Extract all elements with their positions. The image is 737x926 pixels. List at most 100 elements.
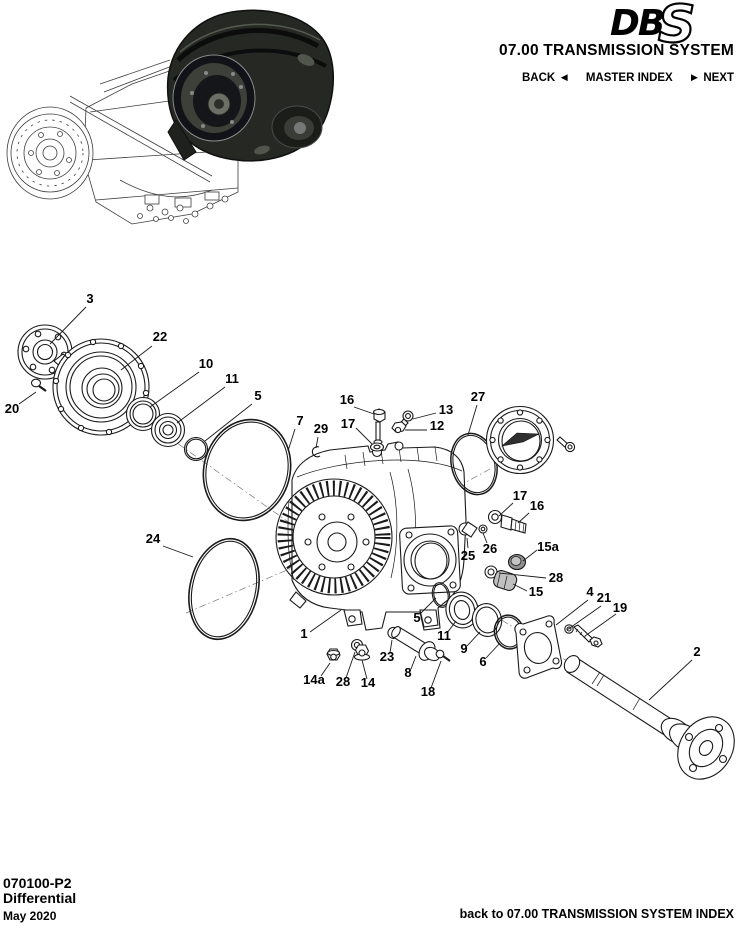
callout-29: 29 bbox=[314, 421, 328, 436]
callout-leader bbox=[120, 345, 153, 371]
callout-leader bbox=[176, 386, 226, 424]
part-28-washer bbox=[484, 565, 498, 579]
part-15a-cap bbox=[507, 553, 527, 571]
callout-27: 27 bbox=[471, 389, 485, 404]
nav-back-arrow-icon: ◄ bbox=[558, 72, 570, 84]
exploded-diagram: 3 20 22 10 11 5 7 29 16 17 13 bbox=[5, 291, 735, 780]
page-header: DB S 07.00 TRANSMISSION SYSTEM BACK ◄ MAS… bbox=[499, 2, 734, 84]
part-14-nut bbox=[353, 644, 371, 661]
callout-leader bbox=[389, 639, 393, 654]
callout-leader bbox=[522, 549, 538, 562]
nav-next-label: NEXT bbox=[703, 72, 734, 84]
callout-28b: 28 bbox=[336, 674, 350, 689]
part-15-plug bbox=[493, 570, 518, 591]
callout-12: 12 bbox=[430, 418, 444, 433]
document-title: Differential bbox=[3, 890, 77, 906]
callout-leader bbox=[584, 613, 617, 637]
part-25-union bbox=[458, 521, 478, 538]
callout-16b: 16 bbox=[530, 498, 544, 513]
logo-s-text: S bbox=[658, 2, 695, 48]
callout-6: 6 bbox=[479, 654, 486, 669]
part-20-bolt bbox=[30, 378, 47, 392]
header-nav: BACK ◄ MASTER INDEX ► NEXT bbox=[499, 72, 734, 84]
callout-leader bbox=[18, 391, 37, 405]
callout-19: 19 bbox=[613, 600, 627, 615]
nav-back-link[interactable]: BACK ◄ bbox=[522, 72, 570, 84]
aston-martin-wings-emblem bbox=[500, 432, 541, 447]
document-date: May 2020 bbox=[3, 909, 57, 923]
callout-leader bbox=[482, 532, 488, 544]
callout-leader bbox=[419, 597, 437, 615]
callout-leader bbox=[467, 404, 478, 436]
callout-4: 4 bbox=[586, 584, 594, 599]
callout-leader bbox=[149, 371, 200, 408]
part-1-differential-housing bbox=[275, 441, 467, 631]
callout-leader bbox=[466, 631, 481, 647]
callouts: 3 20 22 10 11 5 7 29 16 17 13 bbox=[5, 291, 701, 701]
callout-leader bbox=[648, 659, 693, 701]
callout-5b: 5 bbox=[413, 610, 420, 625]
callout-2: 2 bbox=[693, 644, 700, 659]
part-11-bearing bbox=[150, 412, 186, 448]
callout-17b: 17 bbox=[513, 488, 527, 503]
callout-leader bbox=[555, 599, 589, 626]
callout-leader bbox=[498, 572, 547, 579]
callout-13: 13 bbox=[439, 402, 453, 417]
callout-leader bbox=[162, 545, 194, 558]
part-7-o-ring-large bbox=[202, 418, 292, 522]
logo-db-text: DB bbox=[610, 3, 664, 44]
nav-back-label: BACK bbox=[522, 72, 556, 84]
callout-16: 16 bbox=[340, 392, 354, 407]
callout-leader bbox=[566, 605, 602, 631]
callout-24: 24 bbox=[146, 531, 161, 546]
document-number: 070100-P2 bbox=[3, 875, 72, 891]
dbs-logo: DB S bbox=[610, 2, 697, 48]
part-26-washer bbox=[478, 524, 488, 534]
callout-leader bbox=[446, 620, 457, 634]
ring-gear bbox=[275, 478, 393, 596]
callout-1: 1 bbox=[300, 626, 307, 641]
assembly-axis bbox=[59, 359, 319, 544]
nav-next-link[interactable]: ► NEXT bbox=[689, 72, 734, 84]
callout-leader bbox=[355, 427, 373, 445]
part-29-circlip bbox=[311, 446, 321, 458]
part-2-output-shaft bbox=[563, 654, 735, 780]
callout-leader bbox=[204, 403, 253, 442]
callout-3: 3 bbox=[86, 291, 93, 306]
callout-11: 11 bbox=[225, 371, 239, 386]
back-to-index-link[interactable]: back to 07.00 TRANSMISSION SYSTEM INDEX bbox=[459, 907, 734, 921]
callout-11b: 11 bbox=[437, 628, 451, 643]
cover-bolt bbox=[556, 436, 576, 453]
part-19-bolt bbox=[573, 624, 603, 648]
callout-20: 20 bbox=[5, 401, 19, 416]
callout-26: 26 bbox=[483, 541, 497, 556]
callout-28: 28 bbox=[549, 570, 563, 585]
callout-leader bbox=[466, 537, 469, 549]
callout-leader bbox=[361, 659, 368, 680]
callout-14: 14 bbox=[361, 675, 376, 690]
callout-14a: 14a bbox=[303, 672, 325, 687]
callout-leader bbox=[287, 428, 296, 452]
callout-25: 25 bbox=[461, 548, 475, 563]
callout-5: 5 bbox=[254, 388, 261, 403]
rear-cover-emblem bbox=[485, 405, 555, 475]
page-title: 07.00 TRANSMISSION SYSTEM bbox=[499, 42, 734, 59]
nav-master-index-link[interactable]: MASTER INDEX bbox=[585, 72, 673, 84]
highlighted-differential-unit bbox=[166, 9, 335, 162]
part-17-sealing-washer bbox=[369, 442, 385, 452]
callout-leader bbox=[412, 412, 437, 420]
part-5b-o-ring bbox=[431, 582, 451, 608]
part-22-side-cover bbox=[52, 338, 150, 436]
callout-leader bbox=[49, 306, 87, 345]
callout-22: 22 bbox=[153, 329, 167, 344]
callout-leader bbox=[410, 655, 417, 670]
part-16-breather-plug bbox=[372, 408, 386, 445]
callout-7: 7 bbox=[296, 413, 303, 428]
callout-leader bbox=[517, 512, 530, 524]
torque-converter bbox=[6, 106, 94, 200]
callout-leader bbox=[498, 502, 514, 517]
part-4-gasket-plate bbox=[514, 615, 563, 679]
callout-leader bbox=[353, 406, 375, 415]
